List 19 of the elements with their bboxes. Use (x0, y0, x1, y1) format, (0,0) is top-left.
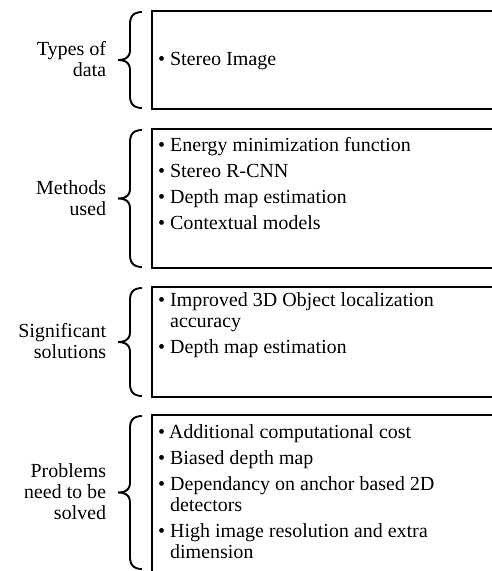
bullet-item: • Depth map estimation (158, 337, 348, 358)
bullet-item: • Improved 3D Object localization accuracy (158, 290, 435, 332)
content-box (151, 10, 492, 110)
bullet-item: • Depth map estimation (158, 187, 348, 208)
category-label: Methods used (35, 178, 106, 220)
category-label: Problems need to be solved (22, 461, 106, 524)
category-label: Significant solutions (17, 321, 106, 363)
bullet-item: • Dependancy on anchor based 2D detectors (158, 474, 436, 516)
bullet-item: • Stereo Image (158, 49, 278, 70)
bullet-item: • Contextual models (158, 213, 322, 234)
bullet-item: • Energy minimization function (158, 135, 412, 156)
content-box (151, 128, 492, 269)
bullet-item: • High image resolution and extra dimension (158, 521, 429, 563)
content-box (151, 414, 492, 571)
bullet-item: • Stereo R-CNN (158, 161, 290, 182)
content-box (151, 286, 492, 398)
bullet-item: • Additional computational cost (158, 422, 412, 443)
bullet-item: • Biased depth map (158, 448, 314, 469)
category-label: Types of data (36, 39, 106, 81)
